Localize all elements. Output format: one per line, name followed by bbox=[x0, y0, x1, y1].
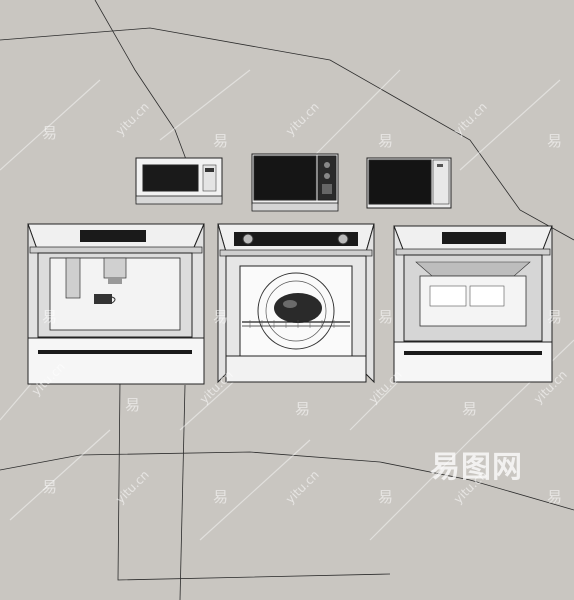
coffee-machine-built-in bbox=[27, 223, 205, 385]
watermark-lines bbox=[0, 69, 574, 541]
oven-built-in bbox=[217, 223, 375, 384]
microwave-white bbox=[135, 157, 223, 205]
steam-oven-built-in bbox=[393, 225, 553, 383]
watermark-logo: 易图网 bbox=[430, 450, 523, 485]
microwave-black-panel bbox=[251, 153, 339, 212]
microwave-black-compact bbox=[366, 157, 452, 209]
